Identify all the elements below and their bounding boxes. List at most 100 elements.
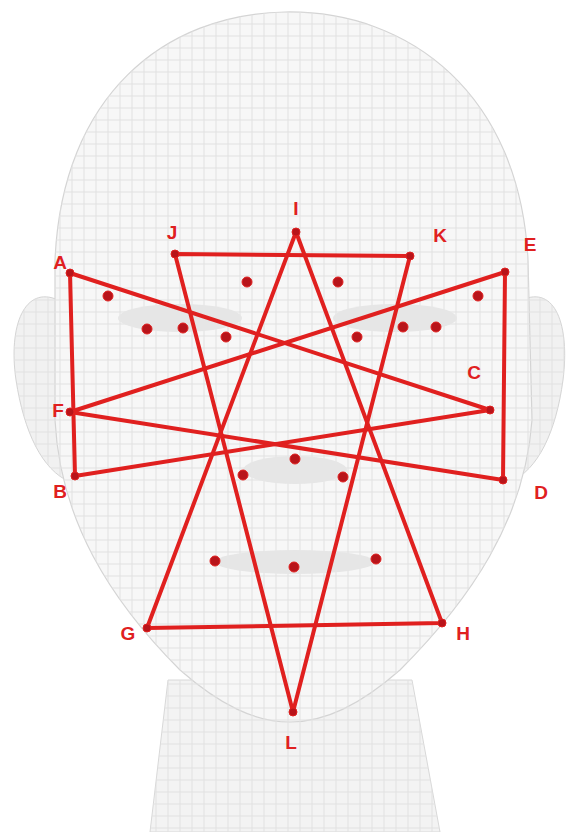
grid-line (24, 0, 25, 832)
point-label: I (293, 199, 298, 218)
grid-line (0, 720, 571, 721)
grid-line (312, 0, 313, 832)
grid-line (0, 576, 571, 577)
landmark-dot (398, 322, 408, 332)
grid-line (0, 204, 571, 205)
grid-line (0, 156, 571, 157)
grid-line (324, 0, 325, 832)
point-label: K (433, 226, 447, 245)
vertex-dot (71, 472, 79, 480)
grid-line (528, 0, 529, 832)
head-shape (14, 12, 565, 832)
grid-line (0, 672, 571, 673)
landmark-dot (352, 332, 362, 342)
grid-line (0, 336, 571, 337)
grid-line (0, 36, 571, 37)
grid-line (0, 132, 571, 133)
grid-line (240, 0, 241, 832)
vertex-dot (171, 250, 179, 258)
grid-line (0, 648, 571, 649)
grid-line (0, 696, 571, 697)
grid-line (348, 0, 349, 832)
grid-line (0, 0, 1, 832)
grid-line (0, 828, 571, 829)
grid-line (360, 0, 361, 832)
grid-line (372, 0, 373, 832)
grid-line (336, 0, 337, 832)
grid-line (384, 0, 385, 832)
grid-line (48, 0, 49, 832)
grid-line (0, 192, 571, 193)
grid-line (12, 0, 13, 832)
grid-line (0, 84, 571, 85)
grid-line (0, 816, 571, 817)
point-label: L (285, 733, 297, 752)
grid-line (0, 360, 571, 361)
mouth (215, 550, 375, 574)
vertex-dot (292, 228, 300, 236)
grid-line (0, 252, 571, 253)
grid-line (480, 0, 481, 832)
grid-line (0, 372, 571, 373)
grid-line (0, 300, 571, 301)
grid-line (180, 0, 181, 832)
vertex-dot (486, 406, 494, 414)
landmark-dot (371, 554, 381, 564)
grid-line (0, 312, 571, 313)
vertex-dot (66, 269, 74, 277)
grid-line (0, 120, 571, 121)
point-label: J (167, 223, 178, 242)
grid-line (168, 0, 169, 832)
landmark-dots (66, 228, 509, 716)
grid-line (120, 0, 121, 832)
grid-line (0, 348, 571, 349)
vertex-dot (501, 268, 509, 276)
grid-line (156, 0, 157, 832)
grid-line (0, 768, 571, 769)
landmark-dot (431, 322, 441, 332)
grid-line (540, 0, 541, 832)
grid-line (300, 0, 301, 832)
grid-line (0, 48, 571, 49)
grid-line (0, 324, 571, 325)
grid-line (0, 144, 571, 145)
grid-line (0, 804, 571, 805)
grid-line (0, 612, 571, 613)
grid-line (408, 0, 409, 832)
point-label: E (524, 235, 537, 254)
grid-line (0, 420, 571, 421)
triangle-jkl (175, 254, 410, 712)
landmark-dot (210, 556, 220, 566)
grid-line (0, 504, 571, 505)
grid-line (516, 0, 517, 832)
grid-line (0, 708, 571, 709)
grid-line (0, 528, 571, 529)
grid-line (552, 0, 553, 832)
grid-line (0, 168, 571, 169)
grid-line (192, 0, 193, 832)
point-label: D (534, 483, 548, 502)
landmark-dot (473, 291, 483, 301)
landmark-dot (103, 291, 113, 301)
grid-line (420, 0, 421, 832)
point-label: B (53, 482, 67, 501)
grid-line (0, 60, 571, 61)
grid-line (132, 0, 133, 832)
grid-line (564, 0, 565, 832)
landmark-dot (338, 472, 348, 482)
landmark-dot (238, 470, 248, 480)
grid-line (0, 72, 571, 73)
grid-line (0, 588, 571, 589)
point-label: A (53, 253, 67, 272)
vertex-dot (289, 708, 297, 716)
grid-line (468, 0, 469, 832)
landmark-dot (290, 454, 300, 464)
red-lines (70, 232, 505, 712)
grid-line (204, 0, 205, 832)
point-label: C (467, 363, 481, 382)
grid-line (432, 0, 433, 832)
grid-line (0, 516, 571, 517)
grid-line (252, 0, 253, 832)
landmark-dot (221, 332, 231, 342)
